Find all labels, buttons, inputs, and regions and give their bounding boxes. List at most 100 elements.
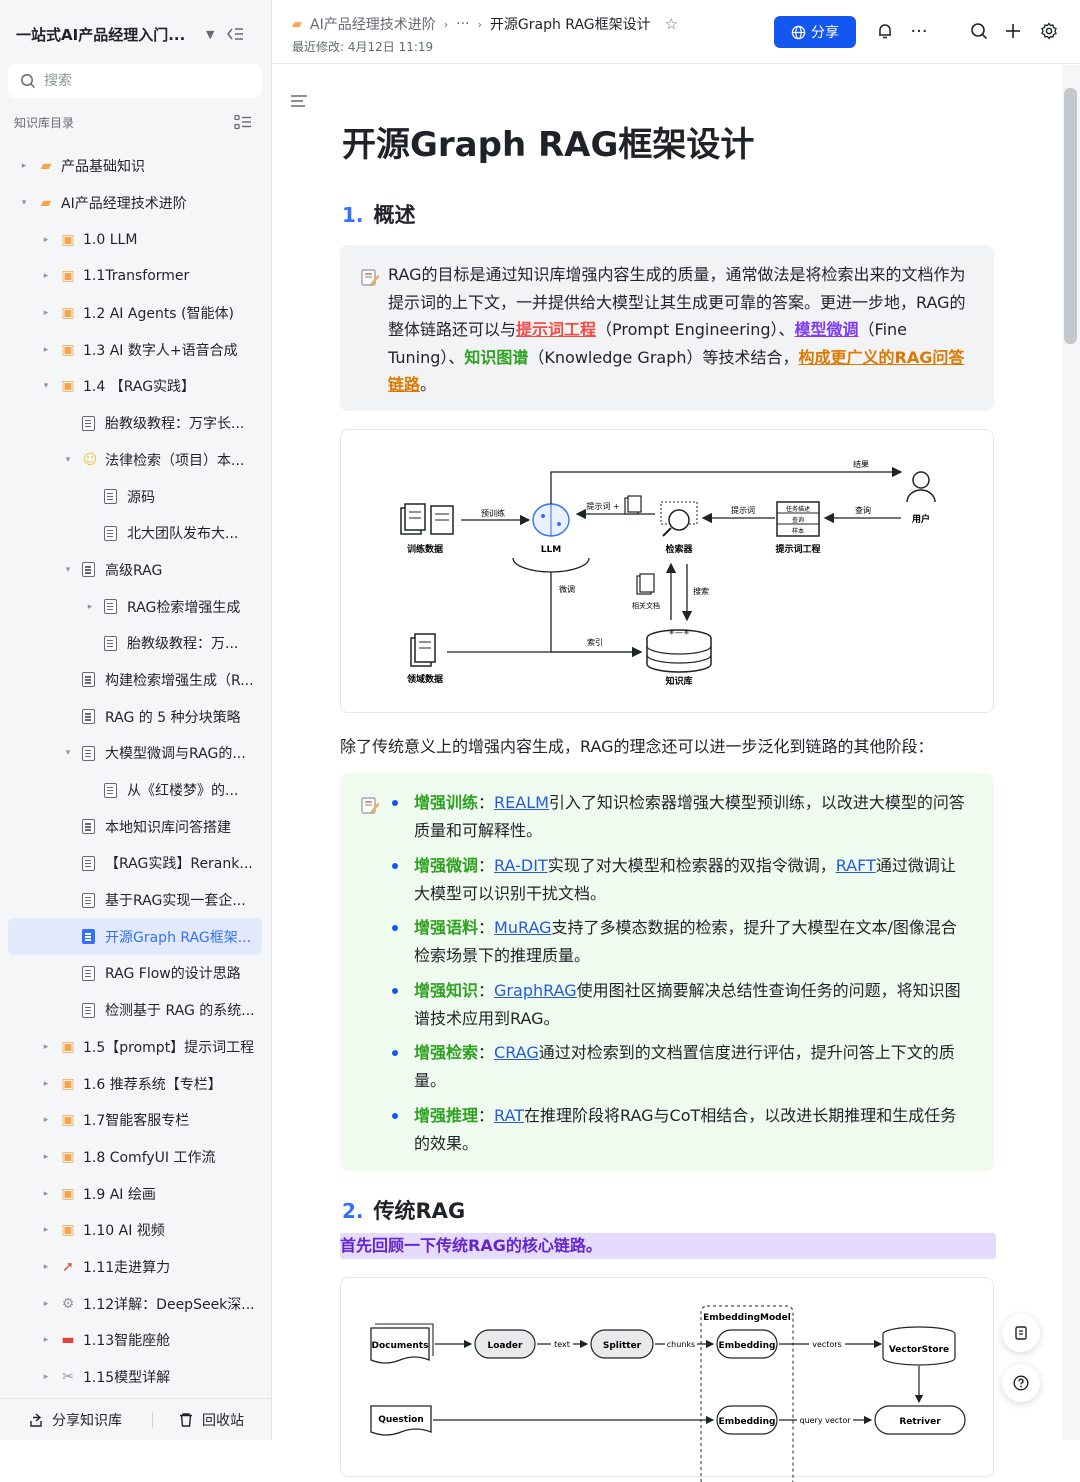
chevron-down-icon[interactable]: ▼ [206, 27, 215, 41]
tree-item[interactable]: RAG 的 5 种分块策略 [0, 698, 272, 735]
search-icon[interactable] [968, 20, 990, 42]
doc-icon [104, 525, 117, 541]
paper-link[interactable]: RA-DIT [494, 855, 548, 875]
tree-item[interactable]: 基于RAG实现一套企... [0, 882, 272, 919]
colon-separator: ： [478, 1105, 495, 1125]
paper-link[interactable]: REALM [494, 793, 549, 812]
tree-item[interactable]: 【RAG实践】Rerank... [0, 845, 272, 882]
tree-item-label: 高级RAG [105, 562, 163, 579]
tree-item[interactable]: ▾ 高级RAG [0, 552, 272, 589]
document-outline-icon[interactable] [1002, 1314, 1040, 1352]
list-item: 增强知识：GraphRAG使用图社区摘要解决总结性查询任务的问题，将知识图谱技术… [388, 977, 970, 1033]
tree-item[interactable]: 本地知识库问答搭建 [0, 808, 272, 845]
chevron-right-icon[interactable]: ▸ [43, 344, 49, 355]
tree-item[interactable]: 源码 [0, 478, 272, 515]
tree-item[interactable]: ▸⚙1.12详解：DeepSeek深... [0, 1285, 272, 1322]
chevron-right-icon[interactable]: ▸ [43, 1115, 49, 1126]
chevron-right-icon[interactable]: ▸ [21, 161, 27, 172]
document-icon [624, 495, 642, 515]
tree-item[interactable]: ▸RAG检索增强生成 [0, 588, 272, 625]
trash-button[interactable]: 回收站 [178, 1410, 244, 1430]
share-kb-button[interactable]: 分享知识库 [28, 1410, 122, 1430]
tree-item[interactable]: 北大团队发布大... [0, 515, 272, 552]
paper-link[interactable]: RAFT [835, 855, 876, 875]
breadcrumb-parent[interactable]: AI产品经理技术进阶 [310, 17, 436, 33]
tree-item[interactable]: ▸▣1.2 AI Agents (智能体) [0, 295, 272, 332]
chevron-right-icon[interactable]: ▸ [43, 1225, 49, 1236]
breadcrumb-ellipsis[interactable]: ··· [456, 16, 470, 32]
knowledge-base-title[interactable]: 一站式AI产品经理入门... [16, 25, 186, 44]
paper-link[interactable]: MuRAG [494, 918, 552, 937]
scrollbar-thumb[interactable] [1064, 88, 1077, 344]
tree-item[interactable]: ▸✂1.15模型详解 [0, 1359, 272, 1396]
search-input[interactable] [44, 73, 244, 89]
index-label: 索引 [587, 637, 603, 647]
chevron-right-icon[interactable]: ▸ [43, 1151, 49, 1162]
plus-icon[interactable] [1002, 20, 1024, 42]
vectorstore-node: VectorStore [889, 1345, 949, 1355]
doc-icon [82, 892, 95, 908]
chevron-right-icon[interactable]: ▸ [43, 308, 49, 319]
paper-link[interactable]: GraphRAG [494, 980, 577, 1000]
tree-item[interactable]: ▾▣1.4 【RAG实践】 [0, 368, 272, 405]
tree-item[interactable]: ▸▣1.1Transformer [0, 258, 272, 295]
tree-item[interactable]: ▸▣1.0 LLM [0, 221, 272, 258]
paper-link[interactable]: CRAG [494, 1043, 539, 1062]
sidebar-search[interactable] [8, 64, 262, 98]
chevron-down-icon[interactable]: ▾ [43, 381, 49, 392]
tree-item[interactable]: ▾大模型微调与RAG的... [0, 735, 272, 772]
tree-item[interactable]: ▸▣1.5【prompt】提示词工程 [0, 1029, 272, 1066]
tree-item[interactable]: 开源Graph RAG框架... [8, 918, 262, 956]
chevron-down-icon[interactable]: ▾ [65, 748, 71, 759]
star-icon[interactable]: ☆ [664, 15, 679, 33]
tree-item[interactable]: ▸▬1.13智能座舱 [0, 1322, 272, 1359]
breadcrumb: ▰ AI产品经理技术进阶 › ··· › 开源Graph RAG框架设计 ☆ [292, 14, 678, 34]
tree-item[interactable]: 从《红楼梦》的... [0, 772, 272, 809]
scrollbar-track[interactable] [1062, 65, 1080, 1440]
gear-icon[interactable] [1038, 20, 1060, 42]
bell-icon[interactable] [874, 20, 896, 42]
chevron-right-icon[interactable]: ▸ [87, 601, 93, 612]
chevron-right-icon[interactable]: ▸ [43, 1078, 49, 1089]
domain-data-icon [410, 633, 436, 667]
tree-item[interactable]: ▸▣1.8 ComfyUI 工作流 [0, 1139, 272, 1176]
tree-item[interactable]: ▸➚1.11走进算力 [0, 1249, 272, 1286]
chevron-right-icon[interactable]: ▸ [43, 1372, 49, 1383]
tree-item-label: 北大团队发布大... [127, 526, 239, 543]
chevron-right-icon[interactable]: ▸ [43, 1041, 49, 1052]
tree-item[interactable]: 胎教级教程：万... [0, 625, 272, 662]
chevron-down-icon[interactable]: ▾ [65, 454, 71, 465]
chevron-right-icon[interactable]: ▸ [43, 1298, 49, 1309]
help-icon[interactable] [1002, 1364, 1040, 1402]
share-button[interactable]: 分享 [774, 16, 856, 48]
tree-item[interactable]: 检测基于 RAG 的系统... [0, 992, 272, 1029]
tree-item[interactable]: ▸▣1.10 AI 视频 [0, 1212, 272, 1249]
tree-item-label: 1.10 AI 视频 [83, 1223, 165, 1240]
tree-item[interactable]: RAG Flow的设计思路 [0, 955, 272, 992]
tree-item[interactable]: 构建检索增强生成（R... [0, 662, 272, 699]
tree-item-label: AI产品经理技术进阶 [61, 196, 187, 213]
tree-item[interactable]: ▸▣1.3 AI 数字人+语音合成 [0, 331, 272, 368]
chevron-down-icon[interactable]: ▾ [65, 564, 71, 575]
collapse-sidebar-icon[interactable] [226, 26, 244, 42]
list-view-icon[interactable] [234, 114, 252, 130]
tree-item[interactable]: ▸▰产品基础知识 [0, 148, 272, 185]
tree-item[interactable]: 胎教级教程：万字长... [0, 405, 272, 442]
tree-item[interactable]: ▾▰AI产品经理技术进阶 [0, 185, 272, 222]
paper-link[interactable]: RAT [494, 1105, 524, 1125]
chevron-right-icon[interactable]: ▸ [43, 1188, 49, 1199]
tree-item[interactable]: ▸▣1.7智能客服专栏 [0, 1102, 272, 1139]
tree-item[interactable]: ▾☺法律检索（项目）本... [0, 442, 272, 479]
chevron-right-icon[interactable]: ▸ [43, 1261, 49, 1272]
chevron-right-icon[interactable]: ▸ [43, 271, 49, 282]
tree-item[interactable]: ▸▣1.6 推荐系统【专栏】 [0, 1065, 272, 1102]
tree-item[interactable]: ▸▣1.9 AI 绘画 [0, 1175, 272, 1212]
tree-item-label: 1.7智能客服专栏 [83, 1113, 190, 1130]
chevron-right-icon[interactable]: ▸ [43, 234, 49, 245]
chevron-right-icon: › [443, 17, 449, 31]
toc-icon[interactable] [290, 93, 308, 109]
more-icon[interactable]: ··· [910, 20, 928, 42]
search-label: 搜索 [693, 586, 709, 596]
chevron-down-icon[interactable]: ▾ [21, 198, 27, 209]
chevron-right-icon[interactable]: ▸ [43, 1335, 49, 1346]
